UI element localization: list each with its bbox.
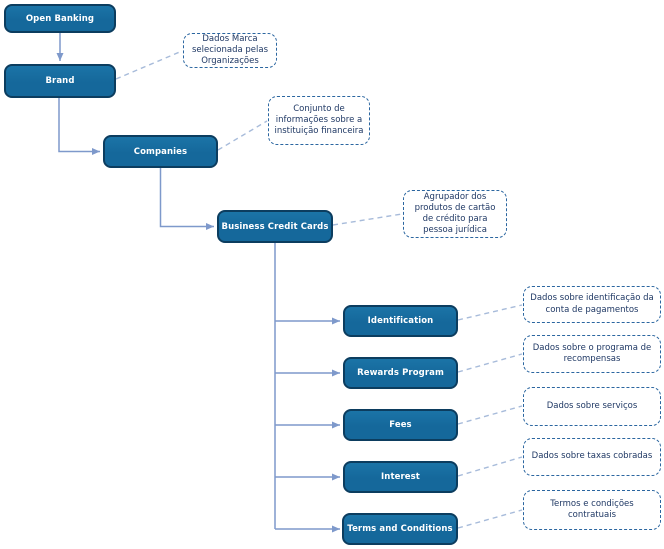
- note-brand-text: Dados Marca selecionada pelas Organizaçõ…: [191, 33, 268, 67]
- node-rewards-program-label: Rewards Program: [357, 368, 444, 378]
- node-identification-label: Identification: [367, 316, 434, 326]
- note-business-credit-cards[interactable]: Agrupador dos produtos de cartão de créd…: [403, 190, 507, 238]
- leader-rewards-program-note: [457, 353, 523, 373]
- node-fees-label: Fees: [389, 420, 412, 430]
- leader-business-credit-cards-note: [332, 213, 403, 226]
- leader-fees-note: [457, 405, 523, 425]
- note-identification-text: Dados sobre identificação da conta de pa…: [530, 293, 654, 315]
- leader-terms-and-conditions-note: [457, 509, 523, 529]
- node-open-banking-label: Open Banking: [25, 13, 95, 24]
- node-fees[interactable]: Fees: [343, 409, 458, 441]
- node-companies-label: Companies: [133, 146, 188, 157]
- note-companies[interactable]: Conjunto de informações sobre a institui…: [268, 96, 370, 145]
- node-companies[interactable]: Companies: [103, 135, 218, 168]
- note-terms-and-conditions[interactable]: Termos e condições contratuais: [523, 490, 661, 530]
- note-fees[interactable]: Dados sobre serviços: [523, 387, 661, 426]
- note-terms-and-conditions-text: Termos e condições contratuais: [550, 498, 634, 520]
- node-interest[interactable]: Interest: [343, 461, 458, 493]
- edge-brand-companies: [58, 98, 100, 155]
- node-identification[interactable]: Identification: [343, 305, 458, 337]
- note-companies-text: Conjunto de informações sobre a institui…: [274, 103, 364, 137]
- note-rewards-program-text: Dados sobre o programa de recompensas: [532, 342, 652, 364]
- leader-interest-note: [457, 456, 523, 477]
- note-rewards-program[interactable]: Dados sobre o programa de recompensas: [523, 335, 661, 373]
- node-business-credit-cards[interactable]: Business Credit Cards: [217, 210, 333, 243]
- leader-brand-note: [115, 50, 183, 80]
- node-brand-label: Brand: [45, 76, 75, 86]
- node-open-banking[interactable]: Open Banking: [4, 4, 116, 33]
- node-terms-and-conditions[interactable]: Terms and Conditions: [342, 513, 458, 545]
- leader-identification-note: [457, 304, 523, 321]
- node-rewards-program[interactable]: Rewards Program: [343, 357, 458, 389]
- note-interest[interactable]: Dados sobre taxas cobradas: [523, 438, 661, 476]
- node-interest-label: Interest: [381, 472, 420, 482]
- leader-companies-note: [217, 120, 268, 151]
- note-business-credit-cards-text: Agrupador dos produtos de cartão de créd…: [414, 191, 496, 236]
- edge-companies-business-credit-cards: [159, 168, 214, 230]
- node-brand[interactable]: Brand: [4, 64, 116, 98]
- note-brand[interactable]: Dados Marca selecionada pelas Organizaçõ…: [183, 33, 277, 68]
- node-business-credit-cards-label: Business Credit Cards: [221, 221, 329, 232]
- note-identification[interactable]: Dados sobre identificação da conta de pa…: [523, 286, 661, 323]
- note-fees-text: Dados sobre serviços: [546, 400, 638, 411]
- node-terms-and-conditions-label: Terms and Conditions: [347, 524, 453, 534]
- note-interest-text: Dados sobre taxas cobradas: [531, 451, 653, 462]
